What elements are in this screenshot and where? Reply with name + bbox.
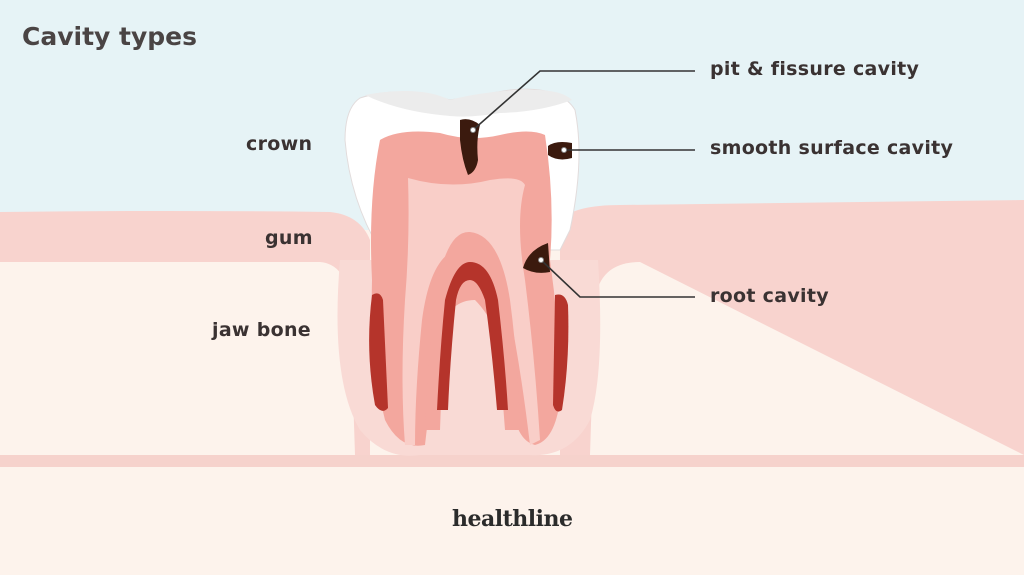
pit-fissure-cavity-mark	[460, 119, 480, 175]
pulp-vessel	[437, 262, 508, 410]
label-pit-fissure-cavity: pit & fissure cavity	[710, 58, 920, 80]
jaw-bone-left	[0, 262, 355, 455]
enamel-top	[365, 89, 572, 117]
healthline-logo: healthline	[452, 506, 573, 532]
bone-line	[0, 455, 1024, 467]
smooth-surface-cavity-mark	[548, 142, 572, 160]
vessel-left	[369, 293, 388, 411]
diagram-title: Cavity types	[22, 22, 198, 51]
root-cavity-mark	[523, 243, 550, 273]
pulp	[402, 178, 540, 445]
jaw-bone-right	[590, 262, 1024, 455]
label-crown: crown	[246, 133, 313, 155]
label-smooth-surface-cavity: smooth surface cavity	[710, 137, 954, 159]
label-gum: gum	[265, 227, 313, 249]
label-root-cavity: root cavity	[710, 285, 829, 307]
pit-fissure-leader	[472, 70, 695, 131]
root-leader	[540, 259, 695, 298]
vessel-right	[553, 294, 569, 412]
label-jaw-bone: jaw bone	[212, 319, 311, 341]
